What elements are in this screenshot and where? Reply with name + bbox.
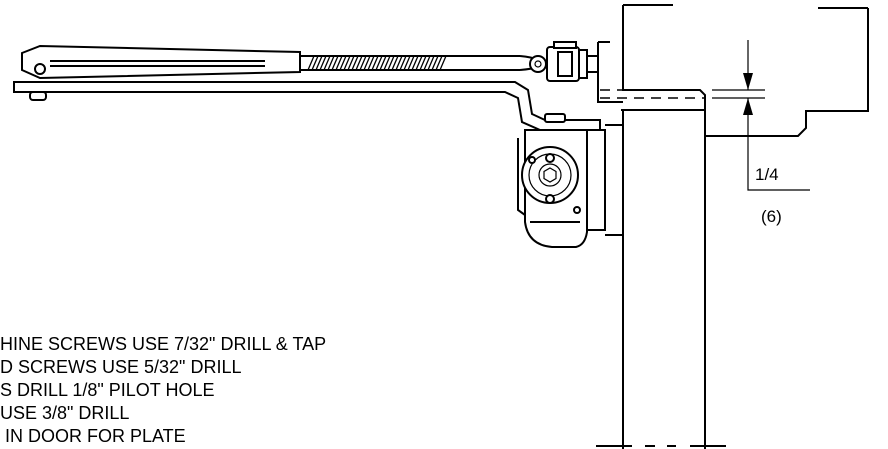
spring-coil — [411, 55, 419, 71]
hex-spindle — [543, 167, 557, 183]
spring-coil — [315, 55, 323, 71]
installation-notes: HINE SCREWS USE 7/32" DRILL & TAP D SCRE… — [0, 334, 326, 446]
spring-coil — [435, 55, 443, 71]
spring-coil — [399, 55, 407, 71]
spring-coil — [395, 55, 403, 71]
spring-coil — [379, 55, 387, 71]
spring-coil — [331, 55, 339, 71]
spring-coil — [343, 55, 351, 71]
spring-coil — [359, 55, 367, 71]
note-line-3: S DRILL 1/8" PILOT HOLE — [0, 380, 214, 400]
spring-coil — [403, 55, 411, 71]
main-arm — [21, 44, 301, 80]
note-line-5: IN DOOR FOR PLATE — [0, 426, 186, 446]
spring-coil — [439, 55, 447, 71]
door — [596, 109, 726, 449]
spring-coil — [319, 55, 327, 71]
closer-body — [517, 124, 624, 248]
spring-coil — [347, 55, 355, 71]
dimension-inches: 1/4 — [755, 165, 779, 184]
spring-coil — [339, 55, 347, 71]
mounting-plate — [13, 81, 601, 131]
arm-pivot — [34, 63, 46, 75]
spring-coil — [311, 55, 319, 71]
spring-coil — [387, 55, 395, 71]
frame-shoe — [529, 41, 597, 82]
spring-coil — [351, 55, 359, 71]
spring-coil — [431, 55, 439, 71]
gap-dimension: 1/4 (6) — [712, 40, 810, 226]
spring-coil — [415, 55, 423, 71]
forearm-spring — [300, 55, 539, 71]
shoe-pivot — [529, 55, 547, 73]
spring-coil — [383, 55, 391, 71]
spring-coil — [423, 55, 431, 71]
spring-coil — [391, 55, 399, 71]
spring-coil — [407, 55, 415, 71]
note-line-4: USE 3/8" DRILL — [0, 403, 129, 423]
spring-coil — [307, 55, 315, 71]
dimension-metric: (6) — [761, 207, 782, 226]
spring-coil — [327, 55, 335, 71]
frame-profile — [597, 4, 869, 137]
spring-coil — [371, 55, 379, 71]
spring-coil — [355, 55, 363, 71]
note-line-2: D SCREWS USE 5/32" DRILL — [0, 357, 241, 377]
spring-coil — [363, 55, 371, 71]
spring-coil — [419, 55, 427, 71]
note-line-1: HINE SCREWS USE 7/32" DRILL & TAP — [0, 334, 326, 354]
spring-coil — [375, 55, 383, 71]
spring-coil — [323, 55, 331, 71]
spring-coil — [367, 55, 375, 71]
spring-coil — [335, 55, 343, 71]
spring-coil — [427, 55, 435, 71]
